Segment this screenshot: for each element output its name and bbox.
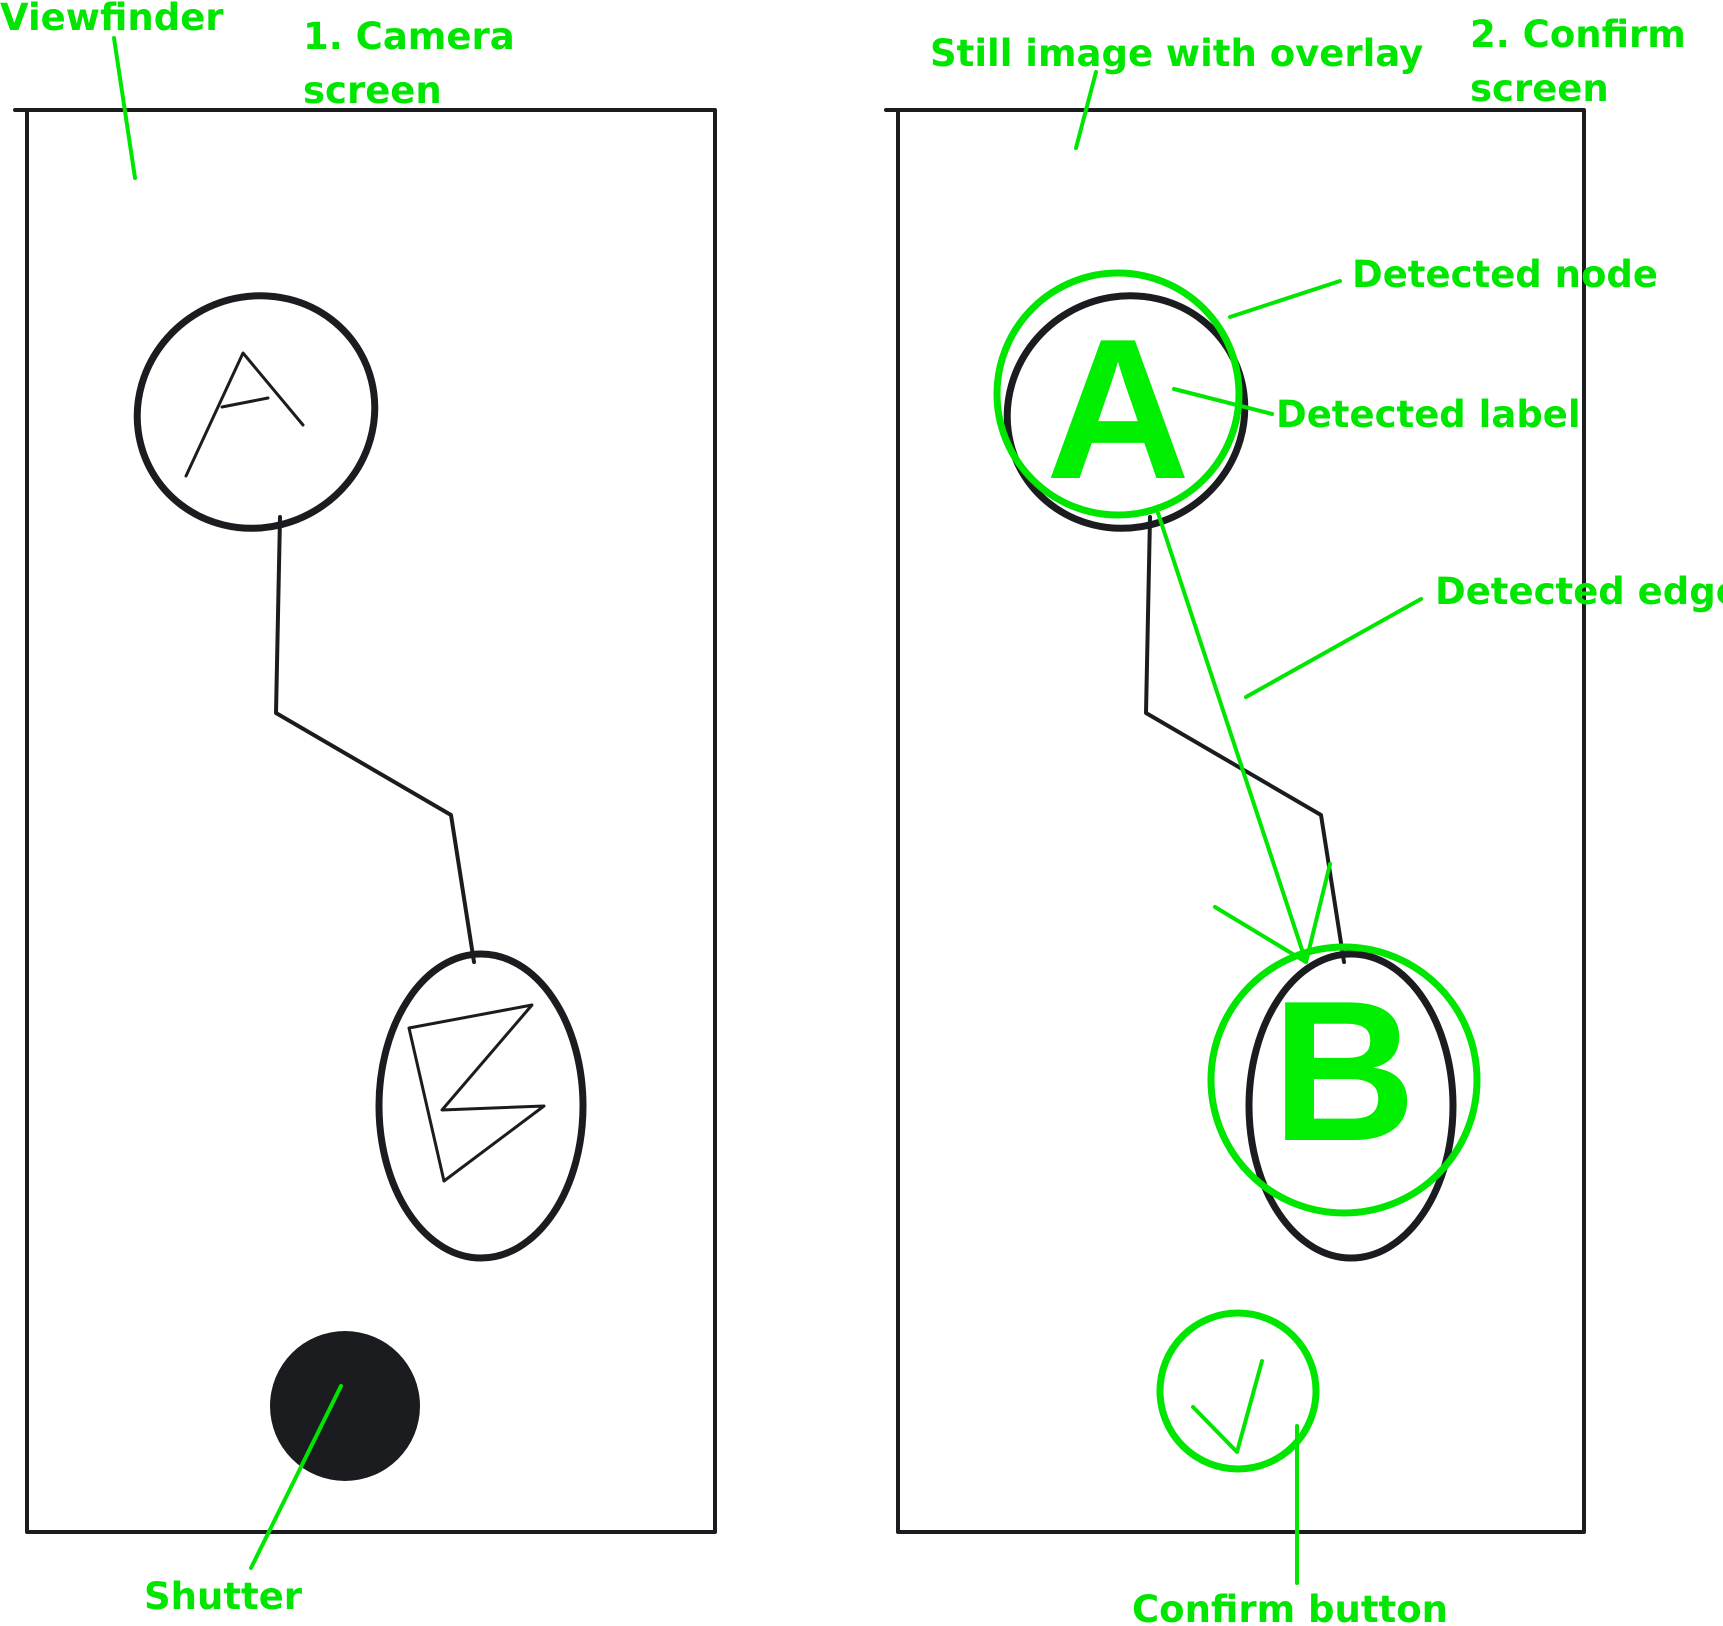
label-camera-screen-1: 1. Camera bbox=[303, 15, 515, 58]
camera-screen bbox=[13, 108, 717, 1534]
shutter-button[interactable] bbox=[270, 1331, 420, 1481]
confirm-screen-frame bbox=[884, 108, 1586, 1534]
sketch-letter-b bbox=[407, 1003, 546, 1183]
detected-label-b: B bbox=[1272, 960, 1416, 1183]
label-confirm-screen-2: screen bbox=[1470, 67, 1609, 110]
label-still-image: Still image with overlay bbox=[930, 32, 1423, 75]
confirm-button-circle[interactable] bbox=[1156, 1309, 1320, 1473]
sketch-letter-a bbox=[184, 351, 305, 478]
label-detected-node: Detected node bbox=[1352, 253, 1658, 296]
leader-still-image bbox=[1074, 70, 1098, 150]
still-node-b-outline bbox=[1245, 950, 1457, 1262]
sketch-node-a-outline bbox=[133, 292, 379, 532]
sketch-edge-ab bbox=[274, 515, 476, 964]
label-shutter: Shutter bbox=[144, 1575, 303, 1618]
leader-detected-edge bbox=[1244, 597, 1423, 699]
detected-edge-arrowhead bbox=[1213, 862, 1332, 964]
label-confirm-button: Confirm button bbox=[1132, 1588, 1448, 1626]
check-icon bbox=[1191, 1359, 1264, 1454]
confirm-screen: A B bbox=[884, 108, 1586, 1534]
camera-screen-frame bbox=[13, 108, 717, 1534]
leader-detected-node bbox=[1228, 279, 1342, 319]
detected-node-b-circle bbox=[1207, 943, 1481, 1217]
leader-lines bbox=[112, 36, 1423, 1585]
leader-detected-label bbox=[1172, 387, 1274, 416]
label-detected-edge: Detected edge bbox=[1435, 570, 1723, 613]
sketch-node-a bbox=[133, 292, 379, 532]
label-camera-screen-2: screen bbox=[303, 69, 442, 112]
label-detected-label: Detected label bbox=[1276, 393, 1581, 436]
confirm-button[interactable] bbox=[1156, 1309, 1320, 1473]
leader-viewfinder bbox=[112, 36, 137, 180]
detected-edge-line bbox=[1156, 511, 1308, 964]
label-viewfinder: Viewfinder bbox=[0, 0, 224, 39]
detected-node-a-circle bbox=[993, 269, 1243, 519]
sketch-node-b-outline bbox=[375, 950, 587, 1262]
still-edge-ab bbox=[1144, 515, 1346, 964]
label-confirm-screen-1: 2. Confirm bbox=[1470, 13, 1686, 56]
detected-label-a: A bbox=[1046, 298, 1190, 521]
leader-shutter bbox=[249, 1384, 343, 1570]
sketch-node-b bbox=[375, 950, 587, 1262]
